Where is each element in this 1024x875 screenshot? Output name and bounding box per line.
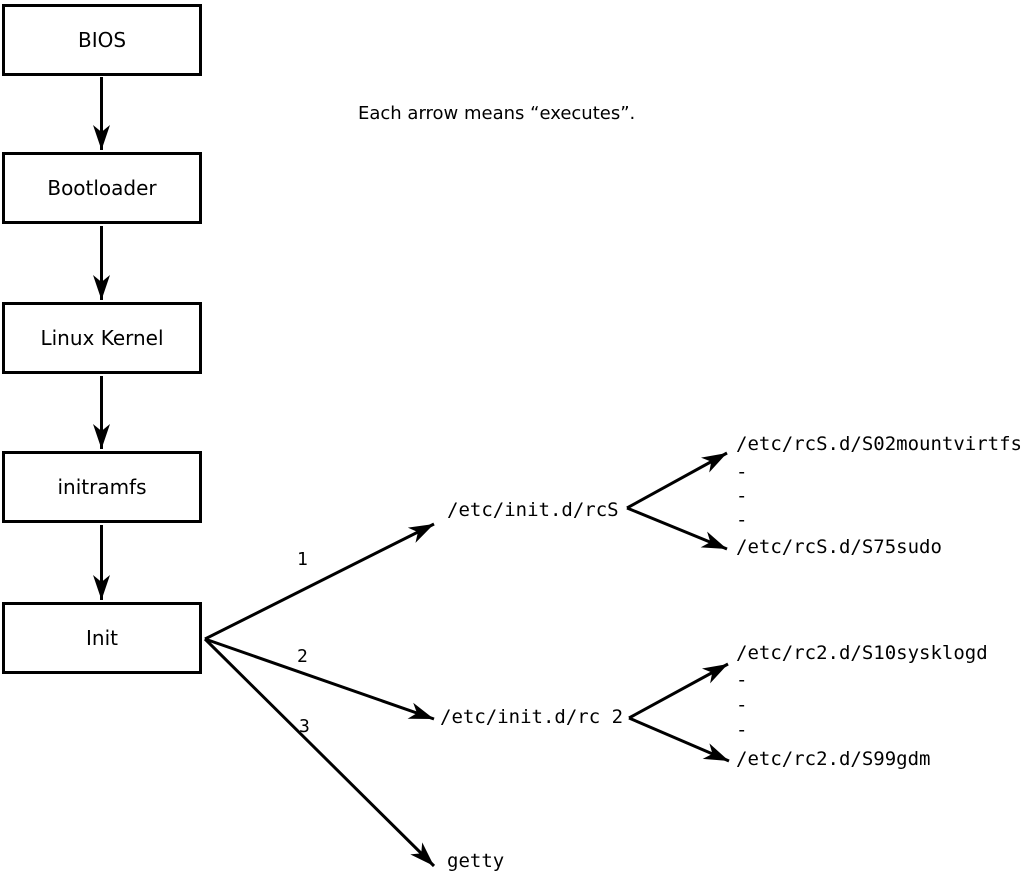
node-bios: BIOS (2, 4, 202, 76)
target-etc-init-d-rc2: /etc/init.d/rc 2 (440, 706, 624, 728)
rcs-ellipsis-dash: - (736, 485, 748, 507)
legend-note: Each arrow means “executes”. (358, 103, 636, 124)
arrow-rc2-to-s99gdm (628, 716, 730, 763)
node-init: Init (2, 602, 202, 674)
target-getty: getty (447, 850, 505, 872)
node-linux-kernel: Linux Kernel (2, 302, 202, 374)
node-bootloader: Bootloader (2, 152, 202, 224)
rcs-script-s02mountvirtfs: /etc/rcS.d/S02mountvirtfs (736, 433, 1022, 455)
rcs-script-s75sudo: /etc/rcS.d/S75sudo (736, 536, 942, 558)
rc2-ellipsis-dash: - (736, 669, 748, 691)
arrow-rcs-to-s75sudo (626, 506, 728, 551)
node-init-label: Init (86, 626, 118, 650)
rc2-ellipsis-dash: - (736, 719, 748, 741)
arrow-rcs-to-s02mountvirtfs (626, 451, 728, 510)
target-etc-init-d-rcs: /etc/init.d/rcS (447, 499, 619, 521)
rc2-script-s99gdm: /etc/rc2.d/S99gdm (736, 748, 931, 770)
rcs-ellipsis-dash: - (736, 509, 748, 531)
branch-number-3: 3 (299, 716, 310, 737)
arrow-init-to-rcs (204, 522, 435, 641)
node-initramfs: initramfs (2, 451, 202, 523)
node-initramfs-label: initramfs (57, 475, 147, 499)
arrow-init-to-rc2 (204, 637, 435, 721)
rcs-ellipsis-dash: - (736, 461, 748, 483)
node-bios-label: BIOS (77, 28, 127, 52)
rc2-ellipsis-dash: - (736, 694, 748, 716)
node-linux-kernel-label: Linux Kernel (40, 326, 164, 350)
node-bootloader-label: Bootloader (47, 176, 157, 200)
arrow-rc2-to-s10sysklogd (628, 662, 729, 720)
branch-number-2: 2 (297, 646, 308, 667)
rc2-script-s10sysklogd: /etc/rc2.d/S10sysklogd (736, 642, 988, 664)
branch-number-1: 1 (297, 549, 308, 570)
arrow-init-to-getty (203, 637, 436, 868)
